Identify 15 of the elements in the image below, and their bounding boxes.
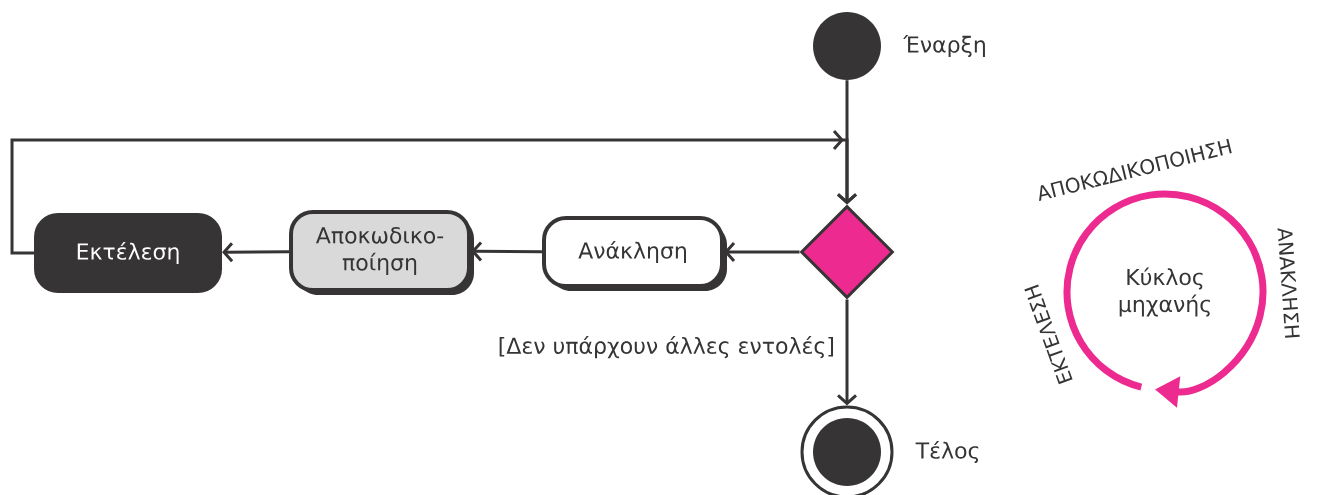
arrow	[837, 299, 857, 406]
arrow	[10, 130, 857, 255]
action-box: Αποκωδικο- ποίηση	[289, 210, 474, 295]
end-circle	[800, 405, 894, 495]
cycle-title: Κύκλος μηχανής	[1119, 267, 1210, 317]
action-box: Ανάκληση	[542, 216, 727, 291]
arrow	[724, 242, 800, 262]
action-box: Εκτέλεση	[34, 213, 222, 293]
arrow	[471, 241, 543, 262]
state-label: Έναρξη	[903, 34, 985, 58]
guard-label: [Δεν υπάρχουν άλλες εντολές]	[495, 334, 837, 361]
arrow	[222, 242, 290, 263]
cycle-stage-label: ΑΝΑΚΛΗΣΗ	[1277, 228, 1300, 338]
start-circle	[813, 12, 881, 80]
state-label: Τέλος	[915, 440, 979, 464]
